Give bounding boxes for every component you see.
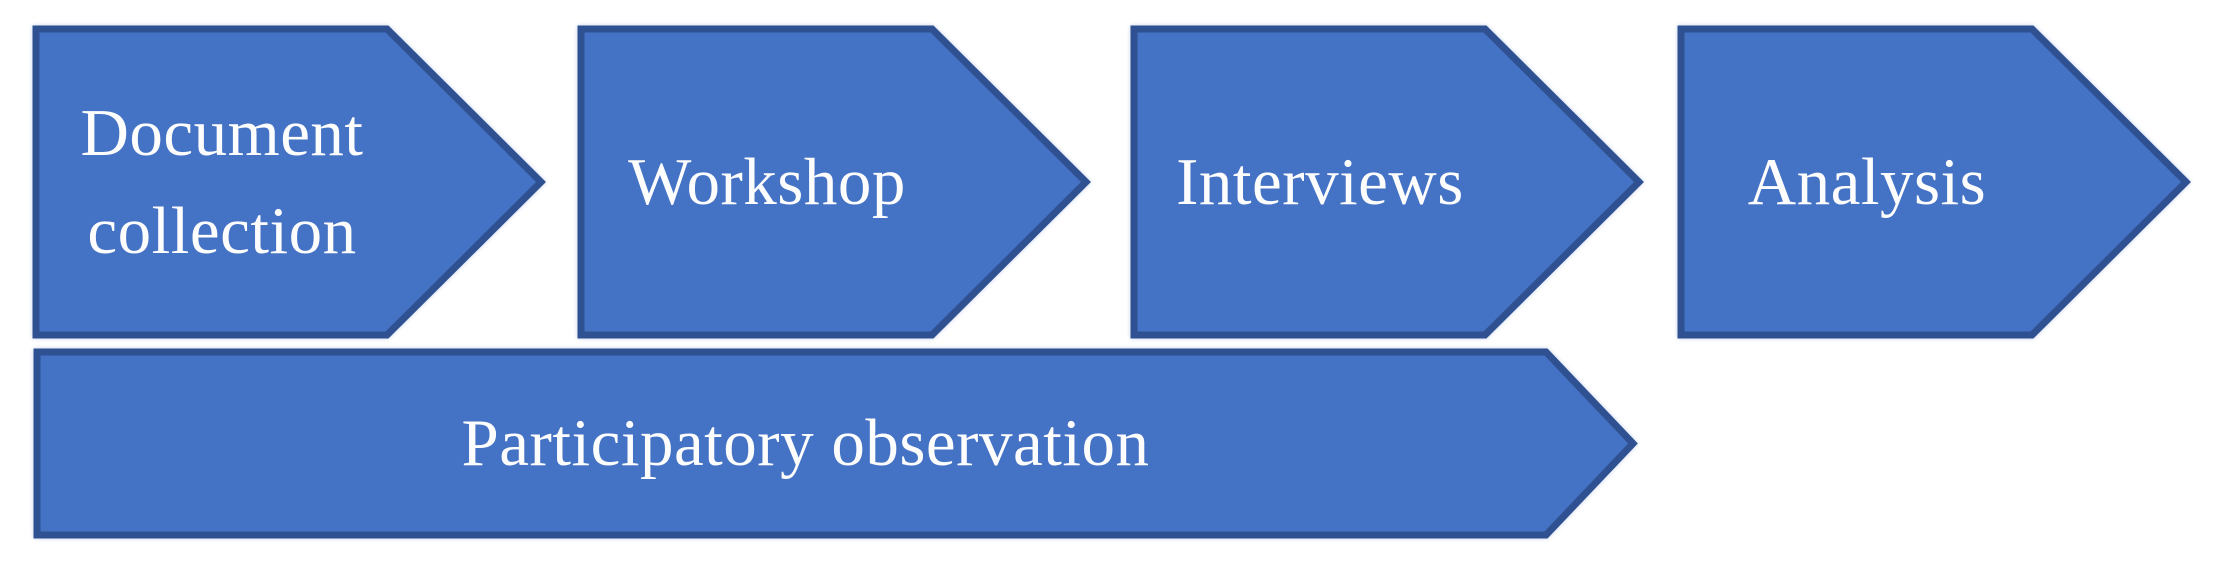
arrow-polygon	[33, 348, 1638, 539]
process-step-analysis: Analysis	[1677, 25, 2191, 339]
arrow-polygon	[1130, 25, 1644, 339]
process-step-workshop: Workshop	[577, 25, 1091, 339]
arrow-shape	[33, 348, 1638, 539]
arrow-shape	[32, 25, 546, 339]
arrow-shape	[1677, 25, 2191, 339]
arrow-polygon	[1677, 25, 2191, 339]
arrow-shape	[577, 25, 1091, 339]
arrow-polygon	[32, 25, 546, 339]
process-step-document-collection: Document collection	[32, 25, 546, 339]
parallel-activity-participatory-observation: Participatory observation	[33, 348, 1638, 539]
process-step-interviews: Interviews	[1130, 25, 1644, 339]
arrow-shape	[1130, 25, 1644, 339]
arrow-polygon	[577, 25, 1091, 339]
